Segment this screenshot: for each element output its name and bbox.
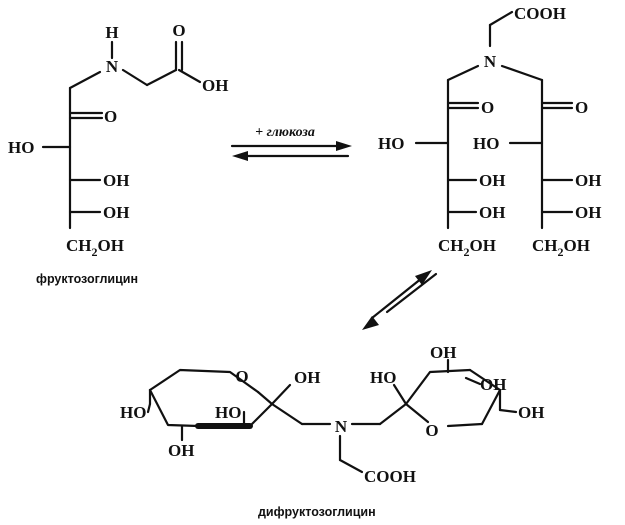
cooh-label: COOH	[364, 467, 416, 486]
oh-label: OH	[479, 203, 505, 222]
oh-label: OH	[479, 171, 505, 190]
left-anomeric-ch2-bond	[270, 402, 304, 426]
cooh-label: COOH	[514, 4, 566, 23]
oh-label: OH	[168, 441, 194, 460]
ho-label: HO	[120, 403, 146, 422]
n-ch2-bond	[121, 68, 149, 87]
difructoseglycine-cyclic-structure: O OH HO HO OH N COOH HO OH OH OH O дифру…	[120, 343, 544, 519]
fructoseglycine-structure: H N O OH O HO OH OH CH2OH фруктозоглицин	[8, 21, 228, 286]
left-ring-right-bond	[248, 402, 274, 428]
o-label: O	[104, 107, 117, 126]
h-label: H	[105, 23, 118, 42]
oh-label: OH	[103, 171, 129, 190]
reverse-arrow	[385, 272, 438, 314]
n-label: N	[106, 57, 119, 76]
right-oh-side-bond	[464, 376, 482, 386]
ch2oh-label: CH2OH	[66, 236, 124, 259]
o-label: O	[172, 21, 185, 40]
left-ring-top-bond	[148, 368, 260, 394]
left-anomeric-oh-bond	[270, 383, 292, 406]
n-label: N	[335, 417, 348, 436]
difructoseglycine-open-structure: COOH N O HO OH OH CH2OH O HO OH OH CH2OH	[378, 4, 601, 259]
oh-label: OH	[430, 343, 456, 362]
difructoseglycine-caption: дифруктозоглицин	[258, 505, 376, 519]
equilibrium-arrows-horizontal: + глюкоза	[230, 125, 352, 161]
ho-label: HO	[8, 138, 34, 157]
n-ch2-right-bond	[500, 64, 544, 82]
forward-arrow	[370, 276, 424, 320]
right-anomeric-ho-bond	[392, 383, 408, 406]
right-anomeric-ch2-bond	[378, 402, 408, 426]
n-label: N	[484, 52, 497, 71]
n-ch2-left-bond	[446, 64, 480, 82]
ho-label: HO	[370, 368, 396, 387]
ch2-cooh-bond	[338, 458, 364, 474]
right-ring-top-bond	[404, 368, 472, 406]
right-oh-end-bond	[498, 408, 518, 414]
ch2-cooh-bond	[488, 10, 514, 27]
c-oh-bond	[177, 68, 202, 84]
right-ring-top-right-bond	[468, 368, 502, 392]
o-label: O	[575, 98, 588, 117]
right-ring-right-bond	[480, 388, 502, 426]
ch2-n-bond	[68, 70, 102, 90]
ch2oh-label: CH2OH	[438, 236, 496, 259]
oh-label: OH	[480, 375, 506, 394]
left-ho-bond	[146, 402, 152, 414]
left-ring-left-bond	[148, 388, 200, 428]
right-ring-o-bond	[404, 402, 430, 424]
ho-label: HO	[215, 403, 241, 422]
ch2-c-bond	[145, 68, 178, 87]
reverse-arrow-head	[232, 151, 248, 161]
right-ring-o-label: O	[425, 421, 438, 440]
forward-arrow-head	[415, 270, 432, 285]
oh-label: OH	[518, 403, 544, 422]
left-ring-o-label: O	[235, 367, 248, 386]
o-label: O	[481, 98, 494, 117]
oh-label: OH	[575, 171, 601, 190]
equilibrium-arrows-diagonal	[362, 270, 438, 330]
ho-label: HO	[473, 134, 499, 153]
fructoseglycine-caption: фруктозоглицин	[36, 272, 138, 286]
oh-label: OH	[202, 76, 228, 95]
reagent-label: + глюкоза	[255, 125, 315, 140]
right-ring-bottom-bond	[446, 422, 484, 428]
ho-label: HO	[378, 134, 404, 153]
ch2oh-label: CH2OH	[532, 236, 590, 259]
oh-label: OH	[103, 203, 129, 222]
forward-arrow-head	[336, 141, 352, 151]
oh-label: OH	[575, 203, 601, 222]
reverse-arrow-head	[362, 316, 379, 330]
left-ring-o-bond	[256, 390, 274, 406]
oh-label: OH	[294, 368, 320, 387]
